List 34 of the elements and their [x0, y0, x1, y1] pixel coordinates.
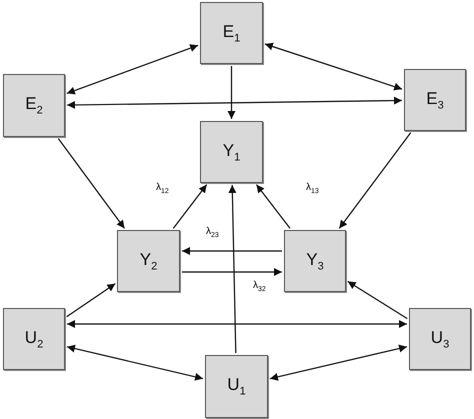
arrow	[66, 44, 198, 94]
variable-box	[409, 308, 471, 370]
variable-label: U$_{2}$	[24, 328, 44, 350]
arrow	[66, 283, 116, 318]
arrow	[270, 344, 408, 381]
variable-box	[3, 308, 65, 370]
arrow	[67, 320, 407, 328]
variable-label: E$_{3}$	[426, 88, 444, 112]
arrow	[347, 280, 408, 320]
variable-box	[200, 2, 263, 64]
variable-box	[205, 355, 268, 418]
variable-label: E$_{1}$	[222, 22, 240, 44]
variable-box	[3, 74, 65, 137]
arrow	[58, 138, 125, 229]
variable-label: Y$_{3}$	[306, 250, 324, 272]
variable-box	[117, 230, 180, 292]
arrow	[67, 96, 402, 109]
variable-label: U$_{3}$	[430, 328, 450, 350]
arrow	[338, 132, 412, 229]
arrow	[228, 66, 236, 119]
variable-box	[200, 121, 263, 183]
variable-label: U$_{1}$	[227, 375, 246, 398]
variable-box	[404, 69, 466, 131]
arrow	[264, 42, 402, 90]
arrow	[172, 184, 208, 229]
arrow	[256, 184, 291, 229]
variable-label: E$_{2}$	[25, 94, 43, 117]
arrow	[182, 268, 282, 276]
arrow	[182, 247, 282, 255]
variable-label: Y$_{1}$	[222, 140, 240, 164]
arrow	[228, 184, 236, 354]
variable-box	[284, 230, 346, 292]
variable-label: Y$_{2}$	[140, 250, 158, 272]
arrow	[66, 344, 204, 381]
